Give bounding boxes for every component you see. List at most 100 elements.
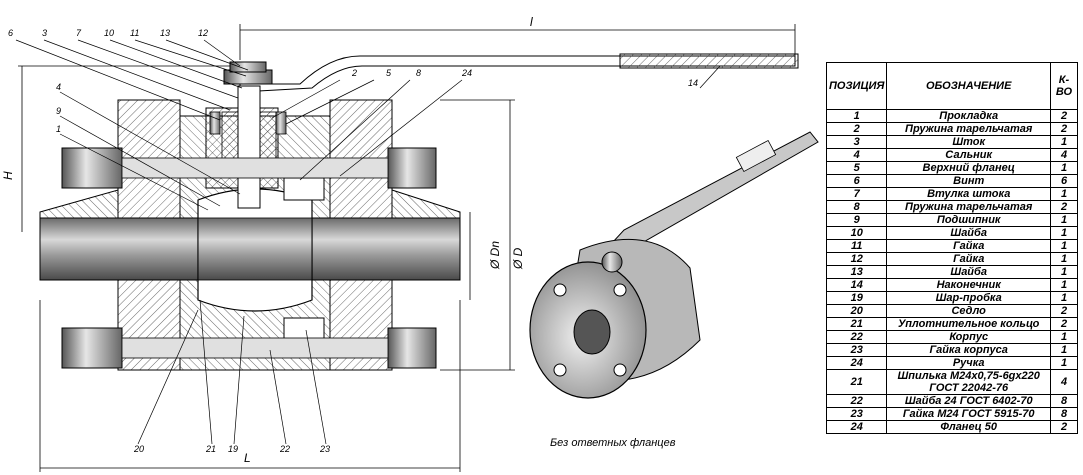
row-designation: Втулка штока [886, 187, 1051, 201]
row-designation: Шайба [886, 265, 1051, 279]
row-quantity: 2 [1050, 304, 1078, 318]
row-designation: Шайба 24 ГОСТ 6402-70 [886, 394, 1051, 408]
row-designation: Гайка [886, 252, 1051, 266]
header-position: ПОЗИЦИЯ [825, 62, 888, 110]
row-designation: Седло [886, 304, 1051, 318]
row-position: 2 [825, 122, 888, 136]
callout-13: 13 [160, 28, 170, 38]
row-designation: Шар-пробка [886, 291, 1051, 305]
flange-bolts [61, 147, 437, 369]
row-quantity: 1 [1050, 343, 1078, 357]
isometric-caption: Без ответных фланцев [550, 437, 676, 449]
dimension-label-l: l [530, 15, 533, 29]
callout-10: 10 [104, 28, 114, 38]
callout-7: 7 [76, 28, 82, 38]
row-quantity: 6 [1050, 174, 1078, 188]
row-position: 22 [825, 330, 888, 344]
callout-5: 5 [386, 68, 392, 78]
row-quantity: 2 [1050, 109, 1078, 123]
row-quantity: 1 [1050, 213, 1078, 227]
callout-24: 24 [461, 68, 472, 78]
row-designation: Шайба [886, 226, 1051, 240]
callout-22: 22 [279, 444, 290, 454]
callout-21: 21 [205, 444, 216, 454]
dimension-lines [18, 24, 796, 472]
row-designation: Шток [886, 135, 1051, 149]
row-position: 5 [825, 161, 888, 175]
row-designation: Уплотнительное кольцо [886, 317, 1051, 331]
row-designation: Корпус [886, 330, 1051, 344]
callout-1: 1 [56, 124, 61, 134]
row-designation: Верхний фланец [886, 161, 1051, 175]
row-quantity: 2 [1050, 317, 1078, 331]
isometric-view [529, 131, 819, 399]
row-position: 10 [825, 226, 888, 240]
row-designation: Пружина тарельчатая [886, 122, 1051, 136]
leader-lines [15, 39, 721, 445]
header-quantity: К-ВО [1050, 62, 1078, 110]
row-designation: Ручка [886, 356, 1051, 370]
row-quantity: 4 [1050, 369, 1078, 395]
row-quantity: 1 [1050, 187, 1078, 201]
row-designation: Шпилька М24х0,75-6gх220 ГОСТ 22042-76 [886, 369, 1051, 395]
row-position: 22 [825, 394, 888, 408]
row-position: 7 [825, 187, 888, 201]
row-quantity: 1 [1050, 226, 1078, 240]
row-quantity: 8 [1050, 394, 1078, 408]
dimension-label-h: H [1, 171, 15, 180]
row-quantity: 2 [1050, 420, 1078, 434]
row-quantity: 4 [1050, 148, 1078, 162]
ball-plug [197, 188, 313, 312]
row-position: 24 [825, 356, 888, 370]
callout-4: 4 [56, 82, 61, 92]
row-position: 21 [825, 317, 888, 331]
row-designation: Прокладка [886, 109, 1051, 123]
row-quantity: 1 [1050, 278, 1078, 292]
row-quantity: 1 [1050, 161, 1078, 175]
row-position: 6 [825, 174, 888, 188]
row-designation: Сальник [886, 148, 1051, 162]
row-position: 14 [825, 278, 888, 292]
row-position: 12 [825, 252, 888, 266]
callout-11: 11 [130, 28, 139, 38]
callout-14: 14 [688, 78, 698, 88]
row-position: 23 [825, 343, 888, 357]
row-designation: Подшипник [886, 213, 1051, 227]
row-designation: Винт [886, 174, 1051, 188]
row-quantity: 8 [1050, 407, 1078, 421]
row-position: 21 [825, 369, 888, 395]
row-designation: Гайка М24 ГОСТ 5915-70 [886, 407, 1051, 421]
row-position: 8 [825, 200, 888, 214]
callout-2: 2 [351, 68, 357, 78]
row-quantity: 2 [1050, 200, 1078, 214]
callout-3: 3 [42, 28, 47, 38]
row-position: 9 [825, 213, 888, 227]
row-quantity: 1 [1050, 356, 1078, 370]
dimension-label-l-bottom: L [244, 451, 251, 465]
row-quantity: 1 [1050, 135, 1078, 149]
row-quantity: 2 [1050, 122, 1078, 136]
dimension-label-d: Ø D [511, 247, 525, 270]
row-quantity: 1 [1050, 265, 1078, 279]
